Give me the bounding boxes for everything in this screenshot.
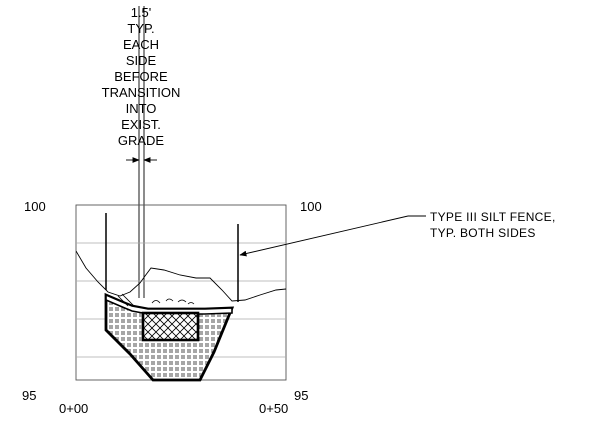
surface-rubble-marks xyxy=(117,293,195,307)
note-line-7: INTO xyxy=(126,101,157,116)
crosshatch-core xyxy=(141,311,200,342)
dimension-lines xyxy=(126,6,157,298)
callout-line-2: TYP. BOTH SIDES xyxy=(430,226,536,240)
note-line-1: 1.5' xyxy=(131,5,152,20)
elevation-label-bottom-right: 95 xyxy=(294,388,308,403)
note-line-4: SIDE xyxy=(126,53,157,68)
note-line-5: BEFORE xyxy=(114,69,168,84)
note-line-8: EXIST. xyxy=(121,117,161,132)
existing-ground-line xyxy=(76,250,286,302)
note-line-6: TRANSITION xyxy=(102,85,181,100)
note-line-2: TYP. xyxy=(127,21,154,36)
callout-line-1: TYPE III SILT FENCE, xyxy=(430,210,556,224)
note-line-3: EACH xyxy=(123,37,159,52)
dimension-note: 1.5' TYP. EACH SIDE BEFORE TRANSITION IN… xyxy=(102,5,181,148)
note-line-9: GRADE xyxy=(118,133,165,148)
elevation-label-top-left: 100 xyxy=(24,199,46,214)
callout-leader xyxy=(239,215,426,257)
station-label-end: 0+50 xyxy=(259,401,288,416)
elevation-label-bottom-left: 95 xyxy=(22,388,36,403)
trench-cap-layer xyxy=(105,293,233,315)
elevation-label-top-right: 100 xyxy=(300,199,322,214)
station-label-start: 0+00 xyxy=(59,401,88,416)
